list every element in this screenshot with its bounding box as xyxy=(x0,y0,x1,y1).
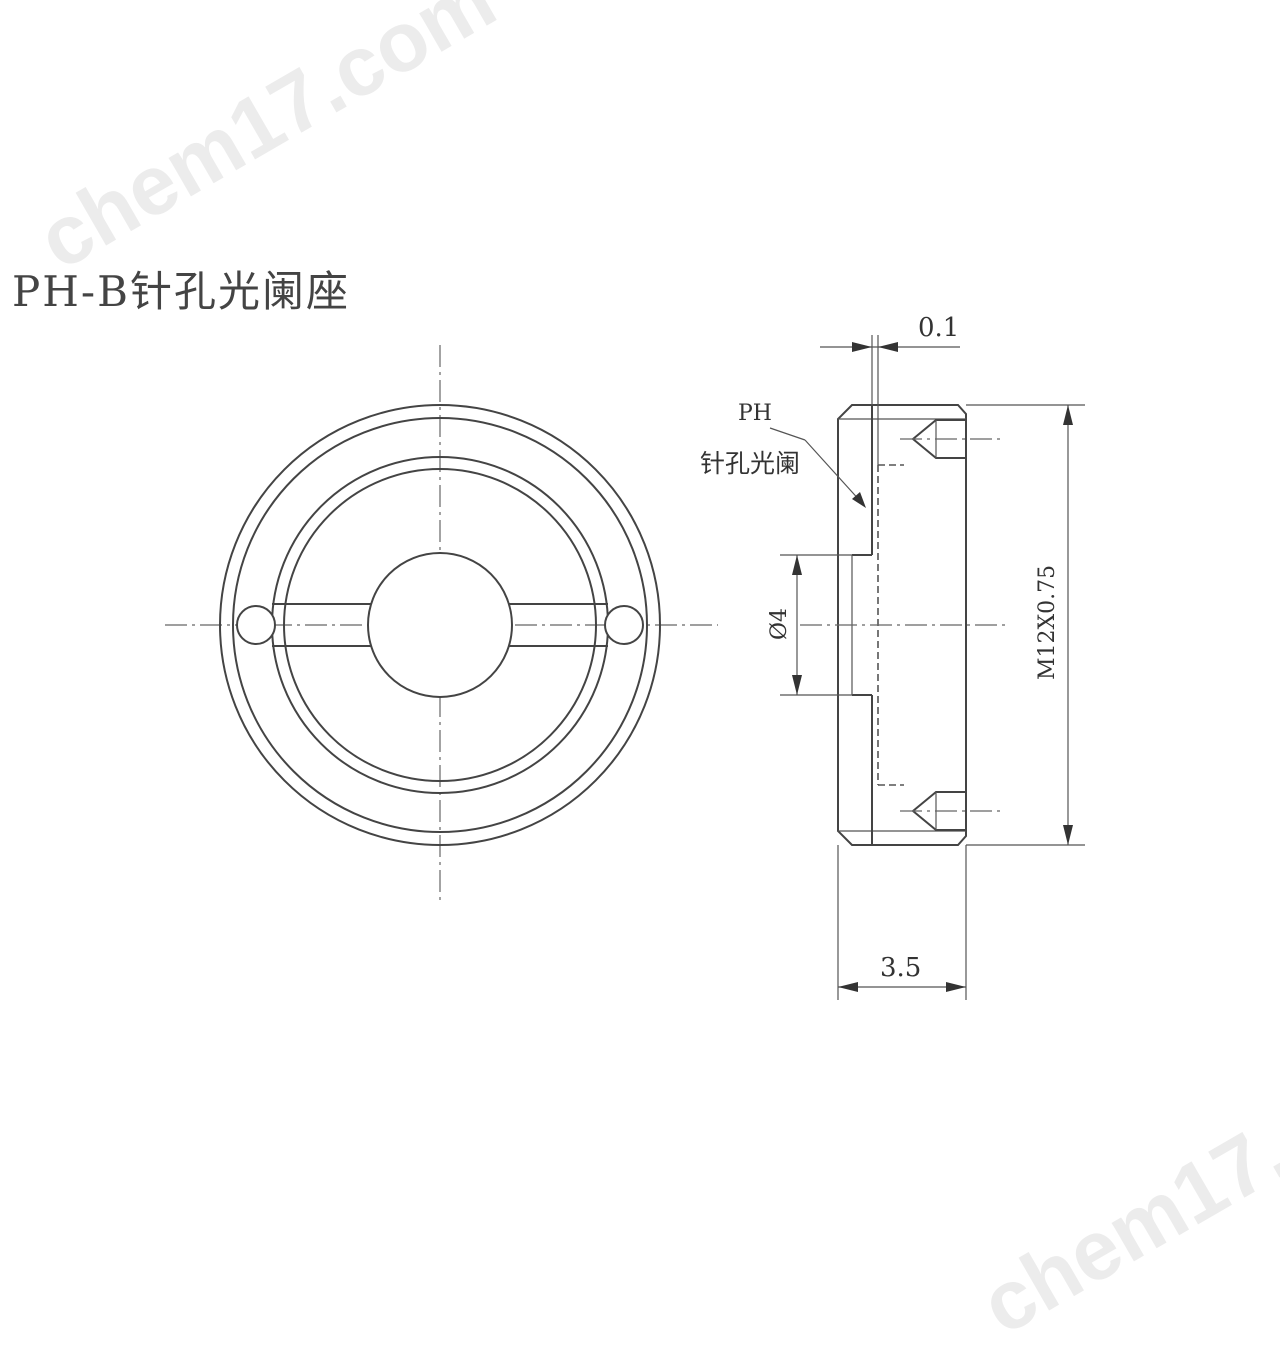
dim-bore-arrow-bottom xyxy=(792,675,802,695)
outer-ring-inner xyxy=(232,417,648,833)
dim-01-arrow-left xyxy=(852,342,872,352)
dim-thread-arrow-top xyxy=(1063,405,1073,425)
dim-thickness-arrow-left xyxy=(838,982,858,992)
ph-label: PH xyxy=(738,401,772,426)
outer-ring-outer xyxy=(219,404,661,846)
dim-thread-label: M12X0.75 xyxy=(1035,565,1060,680)
center-bore xyxy=(367,552,513,698)
right-spanner-hole xyxy=(604,605,644,645)
dim-gap-label: 0.1 xyxy=(918,313,959,343)
inner-ring-inner xyxy=(283,468,597,782)
side-body-outline xyxy=(837,404,967,846)
technical-drawing: 0.1 PH 针孔光阑 Ø4 M12X0.75 3.5 xyxy=(165,313,1085,1000)
dim-bore-arrow-top xyxy=(792,555,802,575)
ph-leader-horizontal xyxy=(769,427,806,441)
left-spanner-hole xyxy=(236,605,276,645)
dim-thickness-arrow-right xyxy=(946,982,966,992)
dim-01-arrow-right xyxy=(878,342,898,352)
dim-thread-arrow-bottom xyxy=(1063,825,1073,845)
dim-thickness-label: 3.5 xyxy=(880,953,921,983)
ph-leader-line xyxy=(804,439,863,504)
dim-bore-label: Ø4 xyxy=(767,608,792,640)
front-view xyxy=(165,345,718,900)
drawing-title: PH-B针孔光阑座 xyxy=(12,267,350,316)
ph-leader-arrow xyxy=(852,492,866,508)
side-view: 0.1 PH 针孔光阑 Ø4 M12X0.75 3.5 xyxy=(700,313,1085,1000)
ph-description-label: 针孔光阑 xyxy=(700,449,800,478)
